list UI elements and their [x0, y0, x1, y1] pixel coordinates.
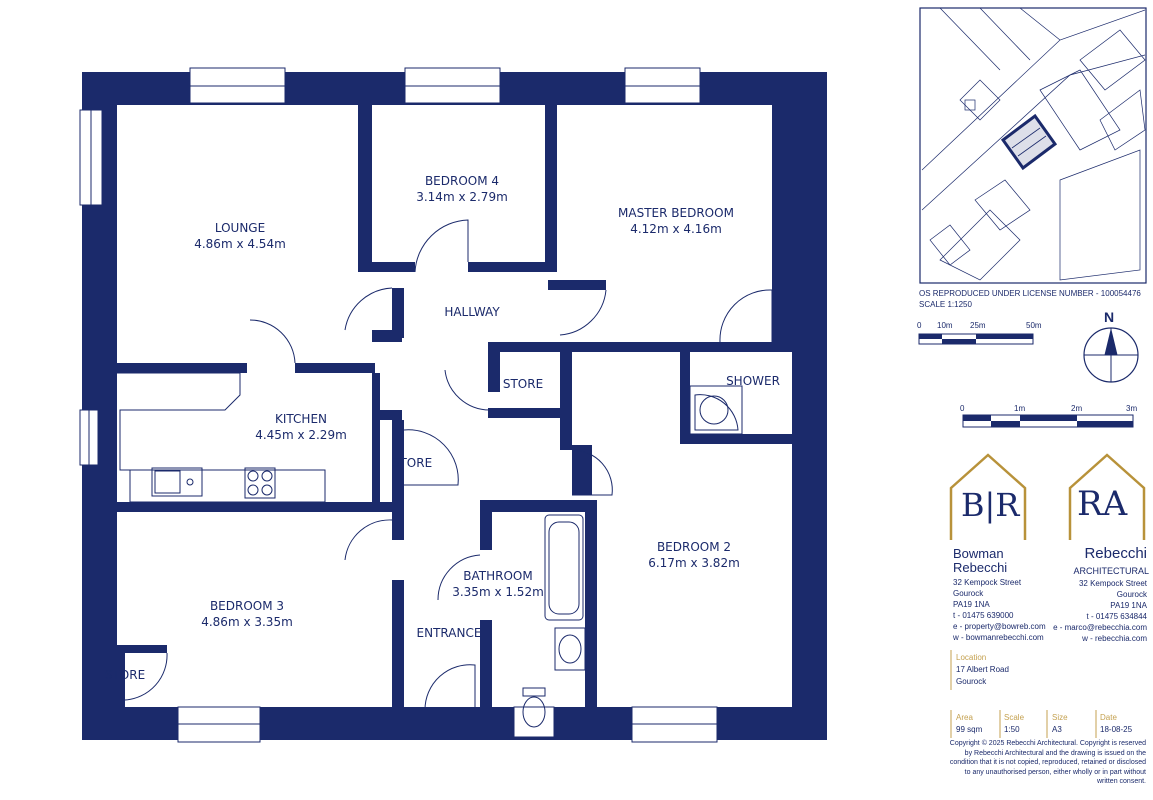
room-name-bedroom4: BEDROOM 4 [425, 174, 499, 188]
agent2-email[interactable]: e - marco@rebecchia.com [1053, 623, 1147, 632]
room-name-lounge: LOUNGE [215, 221, 265, 235]
scale-tick-0: 0 [960, 404, 965, 413]
room-dims-bedroom4: 3.14m x 2.79m [416, 190, 508, 204]
location-line1: 17 Albert Road [956, 665, 1009, 674]
room-name-master: MASTER BEDROOM [618, 206, 734, 220]
ra-monogram: RA [1077, 484, 1128, 524]
kitchen-counter [117, 372, 326, 503]
agent2-website[interactable]: w - rebecchia.com [1082, 634, 1147, 643]
br-monogram: B|R [961, 486, 1020, 524]
copyright-notice: Copyright © 2025 Rebecchi Architectural.… [949, 740, 1146, 785]
room-name-kitchen: KITCHEN [275, 412, 327, 426]
scale-value: 1:50 [1004, 725, 1020, 734]
room-dims-bedroom3: 4.86m x 3.35m [201, 615, 293, 629]
shower-tray [689, 385, 743, 435]
room-dims-bedroom2: 6.17m x 3.82m [648, 556, 740, 570]
date-label: Date [1100, 713, 1117, 722]
map-tick-25: 25m [970, 321, 986, 330]
map-tick-0: 0 [917, 321, 922, 330]
agent2-town: Gourock [1116, 590, 1147, 599]
door-swings [124, 219, 773, 711]
room-dims-lounge: 4.86m x 4.54m [194, 237, 286, 251]
agent1-town: Gourock [953, 589, 984, 598]
agent1-phone: t - 01475 639000 [953, 611, 1014, 620]
area-label: Area [956, 713, 973, 722]
agent1-email[interactable]: e - property@bowreb.com [953, 622, 1046, 631]
scale-tick-1: 1m [1014, 404, 1026, 413]
room-name-store2: STORE [392, 456, 432, 470]
internal-walls [117, 105, 792, 710]
map-tick-10: 10m [937, 321, 953, 330]
size-value: A3 [1052, 725, 1062, 734]
room-name-bedroom3: BEDROOM 3 [210, 599, 284, 613]
agent1-name: Bowman Rebecchi [953, 546, 1008, 575]
room-dims-bathroom: 3.35m x 1.52m [452, 585, 544, 599]
scale-label: Scale [1004, 713, 1025, 722]
agent1-street: 32 Kempock Street [953, 578, 1022, 587]
size-label: Size [1052, 713, 1068, 722]
agent2-postcode: PA19 1NA [1110, 601, 1147, 610]
room-dims-master: 4.12m x 4.16m [630, 222, 722, 236]
plan-scale-bar [962, 414, 1134, 428]
agent1-details: 32 Kempock Street Gourock PA19 1NA t - 0… [953, 577, 1063, 643]
map-license-text: OS REPRODUCED UNDER LICENSE NUMBER - 100… [919, 289, 1141, 298]
bowman-rebecchi-logo-icon [949, 453, 1027, 540]
scale-tick-2: 2m [1071, 404, 1083, 413]
scale-tick-3: 3m [1126, 404, 1138, 413]
agent2-street: 32 Kempock Street [1078, 579, 1147, 588]
map-caption: OS REPRODUCED UNDER LICENSE NUMBER - 100… [919, 288, 1151, 310]
room-name-bedroom2: BEDROOM 2 [657, 540, 731, 554]
agent2-details: 32 Kempock Street Gourock PA19 1NA t - 0… [1037, 578, 1147, 644]
agent2-name: Rebecchi [1084, 545, 1147, 562]
location-line2: Gourock [956, 677, 987, 686]
bathroom-fixtures [522, 514, 586, 728]
agent2-phone: t - 01475 634844 [1086, 612, 1148, 621]
map-tick-50: 50m [1026, 321, 1042, 330]
agent1-website[interactable]: w - bowmanrebecchi.com [953, 633, 1044, 642]
room-name-store1: STORE [503, 377, 543, 391]
room-name-store3: STORE [105, 668, 145, 682]
location-map [919, 7, 1147, 284]
map-scale-bar [918, 333, 1034, 345]
room-name-shower: SHOWER [726, 374, 780, 388]
map-scale-text: SCALE 1:1250 [919, 300, 972, 309]
north-label: N [1104, 309, 1115, 325]
room-labels: LOUNGE 4.86m x 4.54m BEDROOM 4 3.14m x 2.79… [105, 174, 780, 682]
room-dims-kitchen: 4.45m x 2.29m [255, 428, 347, 442]
agent1-postcode: PA19 1NA [953, 600, 990, 609]
rebecchi-architectural-logo-icon [1068, 453, 1146, 540]
date-value: 18-08-25 [1100, 725, 1133, 734]
agent2-subtitle: ARCHITECTURAL [1073, 566, 1149, 576]
room-name-hallway: HALLWAY [444, 305, 500, 319]
room-name-entrance: ENTRANCE [417, 626, 482, 640]
north-arrow-icon [1083, 327, 1139, 383]
area-value: 99 sqm [956, 725, 983, 734]
room-name-bathroom: BATHROOM [463, 569, 532, 583]
location-label: Location [956, 653, 987, 662]
